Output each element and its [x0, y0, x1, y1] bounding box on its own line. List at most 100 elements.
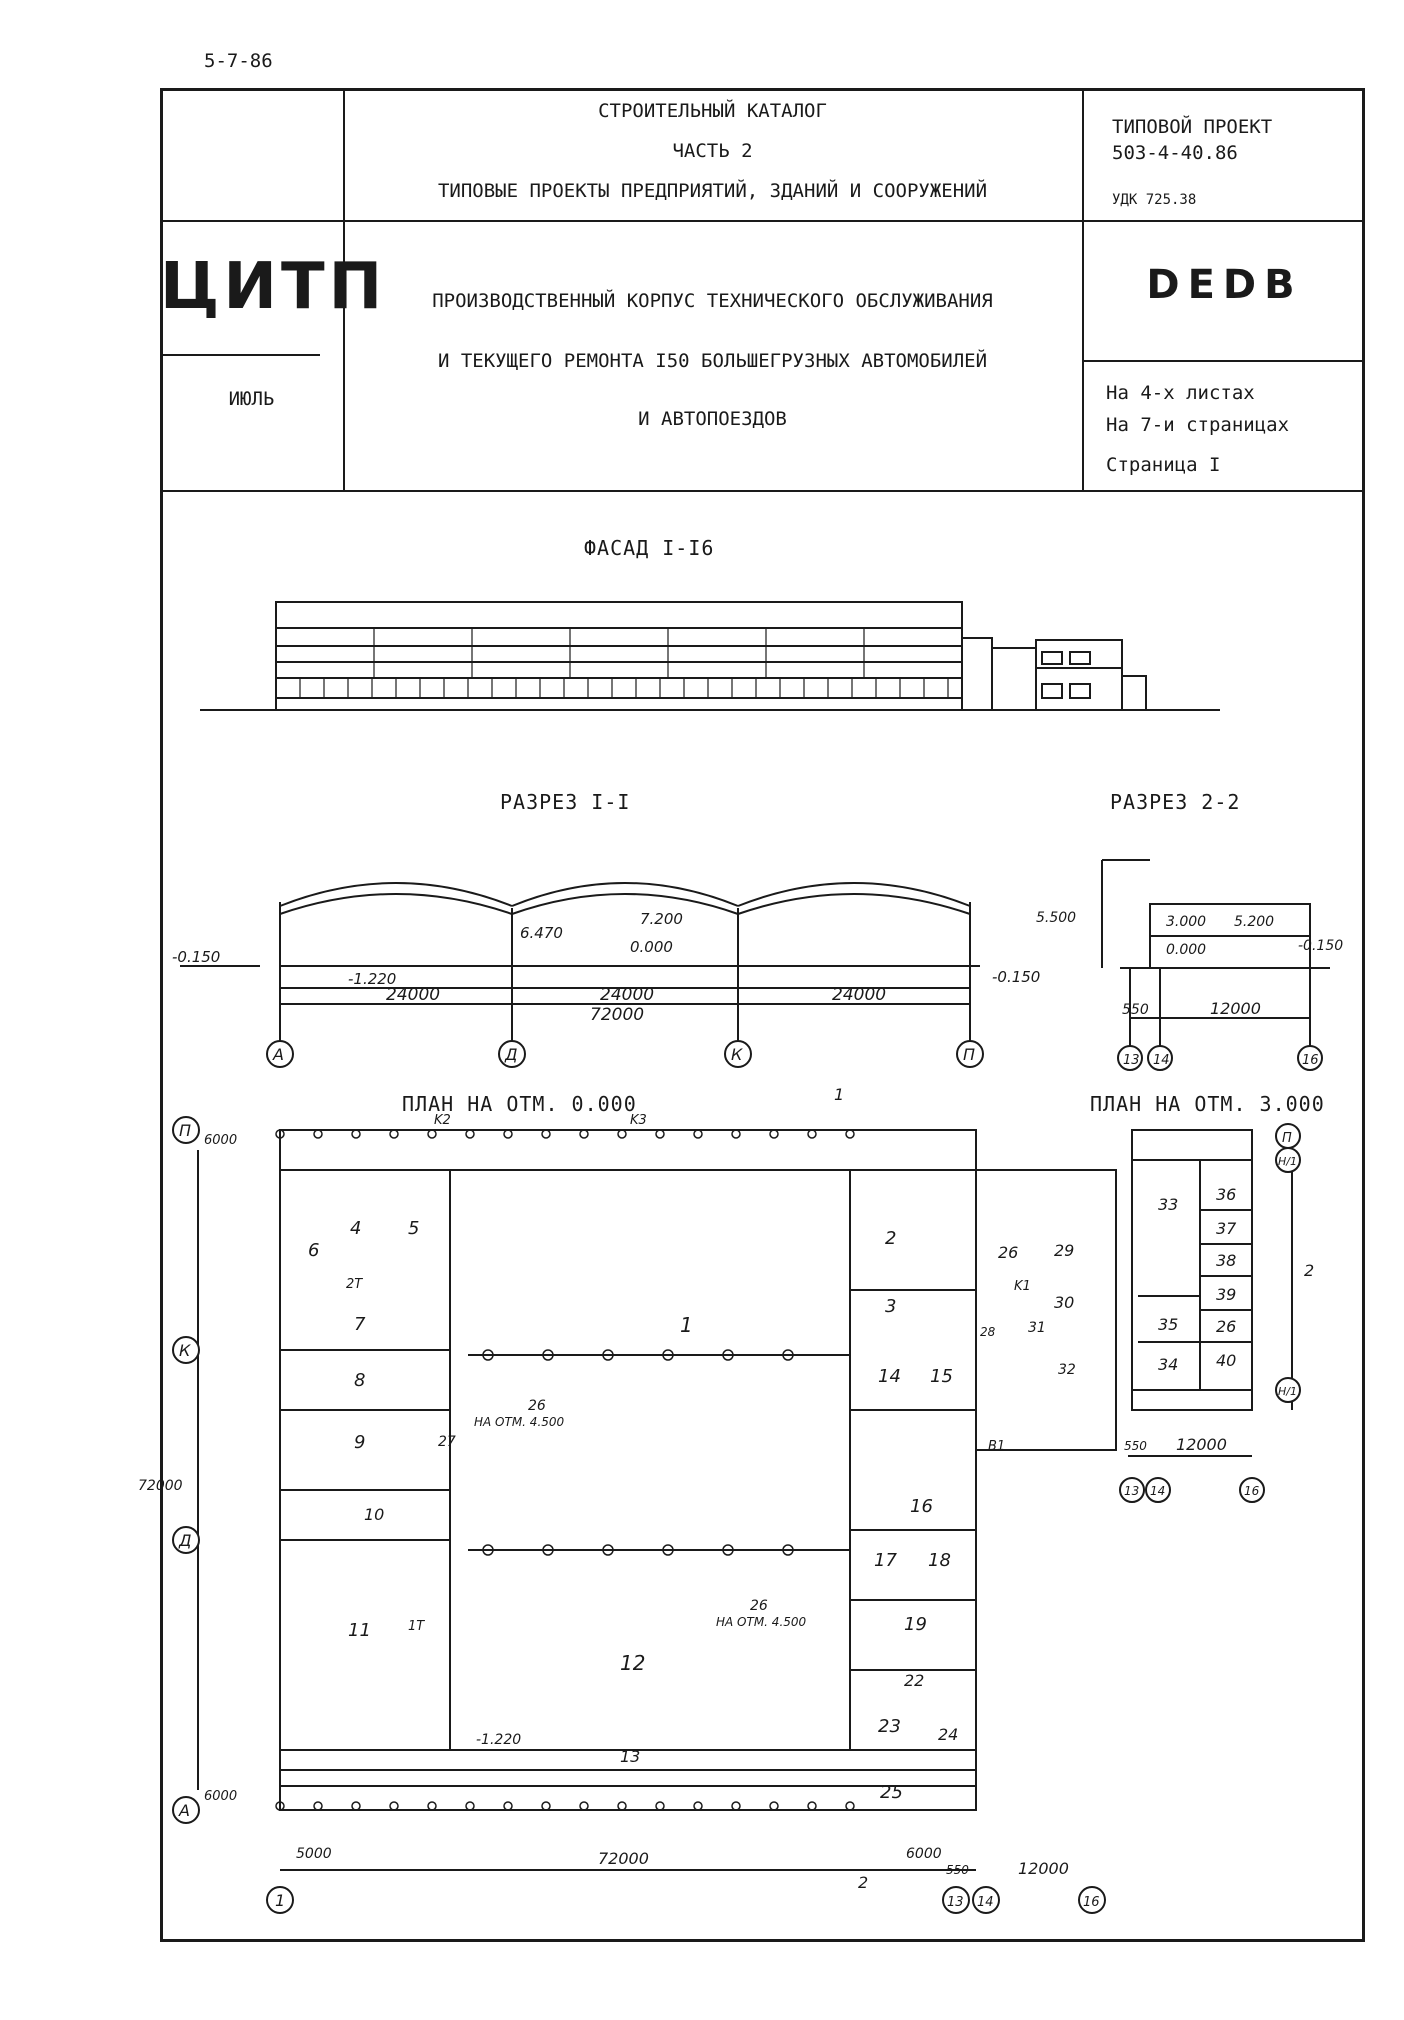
plan-column — [389, 1801, 399, 1811]
plan-column — [769, 1129, 779, 1139]
crane-2t: 2Т — [346, 1277, 363, 1292]
plan-column — [602, 1349, 614, 1361]
plan-column — [482, 1349, 494, 1361]
plan-column — [731, 1129, 741, 1139]
room-number: 37 — [1216, 1219, 1237, 1238]
elevation-3000: 3.000 — [1166, 914, 1206, 930]
plan-column — [542, 1544, 554, 1556]
sheet-count: На 4-х листах — [1106, 382, 1255, 404]
note-26-b: 26 — [750, 1598, 768, 1614]
plan-column — [542, 1349, 554, 1361]
room-number: 1 — [680, 1313, 693, 1337]
plan-column — [351, 1129, 361, 1139]
room-number: 11 — [348, 1620, 371, 1641]
elevation-5200: 5.200 — [1234, 914, 1274, 930]
tag-k2: K2 — [434, 1113, 451, 1128]
plan-column — [427, 1801, 437, 1811]
plan-column — [722, 1544, 734, 1556]
plan-column — [617, 1129, 627, 1139]
dimension-550: 550 — [1124, 1439, 1147, 1453]
plan-column — [351, 1801, 361, 1811]
elevation-left: -0.150 — [172, 948, 220, 966]
dimension-6000-bottom: 6000 — [204, 1789, 237, 1804]
dimension-5000: 5000 — [296, 1846, 332, 1862]
room-number: 40 — [1216, 1351, 1236, 1370]
plan-column — [389, 1129, 399, 1139]
dimension-550: 550 — [1122, 1002, 1149, 1018]
room-number: 24 — [938, 1725, 958, 1744]
room-number: 35 — [1158, 1315, 1178, 1334]
dimension-6000-top: 6000 — [204, 1133, 237, 1148]
plan-column — [662, 1349, 674, 1361]
axis-label: 14 — [1153, 1053, 1170, 1068]
plan-3-000-drawing: П Н/1 Н/1 13 14 16 550 12000 33 34 35 36… — [1119, 1123, 1314, 1503]
catalog-part: ЧАСТЬ 2 — [672, 140, 753, 162]
month: ИЮЛЬ — [228, 388, 275, 410]
room-number: 32 — [1058, 1362, 1076, 1378]
project-label: ТИПОВОЙ ПРОЕКТ — [1112, 116, 1273, 138]
room-number: 2 — [885, 1228, 896, 1249]
dimension-b: 24000 — [600, 985, 654, 1005]
room-number: 29 — [1054, 1241, 1074, 1260]
page-count: На 7-и страницах — [1106, 414, 1290, 436]
facade-drawing — [200, 601, 1220, 711]
dimension-a: 24000 — [386, 985, 440, 1005]
room-number: 38 — [1216, 1251, 1236, 1270]
plan-0-000-drawing: П К Д А 1 13 14 16 6000 72000 6000 5000 … — [138, 1085, 1117, 1914]
crane-1t: 1Т — [408, 1619, 425, 1634]
dimension-72000-left: 72000 — [138, 1478, 183, 1494]
udk-code: УДК 725.38 — [1112, 192, 1197, 208]
cut-marker-2: 2 — [1304, 1261, 1314, 1280]
project-title-line-3: И АВТОПОЕЗДОВ — [638, 408, 787, 430]
elevation-right: -0.150 — [992, 968, 1040, 986]
plan-column — [655, 1129, 665, 1139]
plan-column — [427, 1129, 437, 1139]
axis-label: 16 — [1244, 1484, 1260, 1498]
tag-k1: K1 — [1014, 1279, 1031, 1294]
code-divider — [1082, 360, 1365, 362]
dimension-72000: 72000 — [598, 1849, 649, 1868]
dimension-12000: 12000 — [1018, 1859, 1069, 1878]
axis-label: 13 — [947, 1895, 964, 1910]
dimension-550: 550 — [946, 1863, 969, 1877]
title-block-vline-2 — [1082, 88, 1084, 492]
axis-label: Н/1 — [1278, 1155, 1297, 1168]
axis-label: Д — [504, 1045, 518, 1064]
room-number: 23 — [878, 1716, 901, 1737]
section-1-title: РАЗРЕЗ I-I — [500, 790, 631, 814]
room-number: 19 — [904, 1614, 927, 1635]
title-block-vline-1 — [343, 88, 345, 492]
plan-column — [731, 1801, 741, 1811]
room-number: 13 — [620, 1747, 640, 1766]
plan-column — [275, 1129, 285, 1139]
axis-label: 14 — [1150, 1484, 1165, 1498]
elevation-0000-b: 0.000 — [1166, 942, 1206, 958]
room-number: 30 — [1054, 1293, 1074, 1312]
axis-label: П — [963, 1045, 975, 1064]
plan-column — [845, 1801, 855, 1811]
room-number: 4 — [350, 1218, 361, 1239]
axis-label: К — [731, 1045, 743, 1064]
note-26-elevation: НА ОТМ. 4.500 — [474, 1415, 565, 1429]
header-divider — [160, 220, 1365, 222]
plan-column — [769, 1801, 779, 1811]
dimension-12000: 12000 — [1210, 999, 1261, 1018]
dimension-6000-right: 6000 — [906, 1846, 942, 1862]
elevation-7200: 7.200 — [640, 910, 683, 928]
room-number: 8 — [354, 1370, 365, 1391]
room-number: 31 — [1028, 1320, 1046, 1336]
room-number: 36 — [1216, 1185, 1236, 1204]
note-26-b-elevation: НА ОТМ. 4.500 — [716, 1615, 807, 1629]
room-number: 22 — [904, 1671, 924, 1690]
room-number: 12 — [620, 1651, 645, 1675]
sheet-frame — [160, 88, 1365, 1942]
plan-column — [465, 1129, 475, 1139]
note-26: 26 — [528, 1398, 546, 1414]
catalog-title: СТРОИТЕЛЬНЫЙ КАТАЛОГ — [598, 100, 827, 122]
project-number: 503-4-40.86 — [1112, 142, 1238, 164]
room-number: 15 — [930, 1366, 953, 1387]
room-number: 9 — [354, 1432, 365, 1453]
room-number: 16 — [910, 1496, 933, 1517]
dimension-12000: 12000 — [1176, 1435, 1227, 1454]
project-title-line-2: И ТЕКУЩЕГО РЕМОНТА I50 БОЛЬШЕГРУЗНЫХ АВТ… — [437, 350, 988, 372]
